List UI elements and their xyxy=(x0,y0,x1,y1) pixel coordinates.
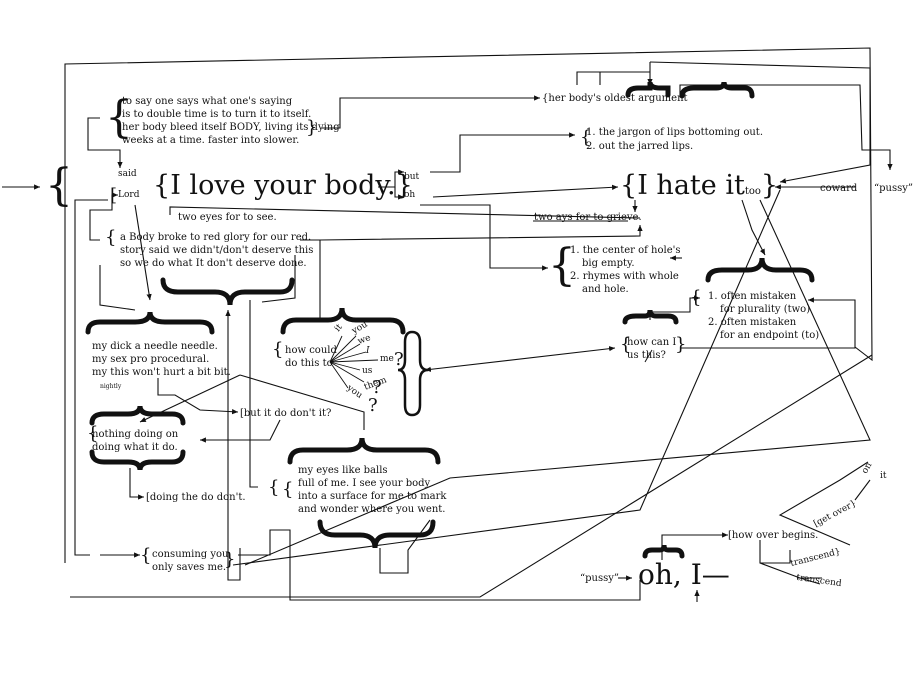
entry-brace: { xyxy=(45,160,73,211)
consuming-brace: { xyxy=(140,545,152,566)
dick-line-1: my dick a needle needle. xyxy=(92,341,218,352)
consuming-close-brace: } xyxy=(224,549,236,570)
how-over-text: how over begins. xyxy=(731,530,819,541)
coward-label: coward xyxy=(820,183,858,194)
said-label: said xyxy=(118,169,137,179)
nothing-brace: { xyxy=(87,423,99,444)
nothing-line-1: nothing doing on xyxy=(92,429,179,440)
eyes-line-2: full of me. I see your body xyxy=(298,478,431,489)
a-body-line-3: so we do what It don't deserve done. xyxy=(120,258,307,269)
how-can-brace: { xyxy=(620,334,632,355)
nightly-label: nightly xyxy=(100,383,122,390)
i-love-your-body: {I love your body.} xyxy=(153,170,413,201)
oldest-argument-text: her body's oldest argument xyxy=(548,93,688,104)
how-can-line-1: how can I xyxy=(627,337,677,348)
a-body-line-2: story said we didn't/don't deserve this xyxy=(120,245,314,256)
jargon-line-2: 2. out the jarred lips. xyxy=(586,141,694,152)
pussy-label-2: “pussy” xyxy=(580,573,619,584)
but-label: but xyxy=(404,172,420,182)
oh-label: oh xyxy=(404,190,416,200)
consuming-line-1: consuming you xyxy=(152,549,229,560)
question-mark-3: ? xyxy=(368,395,378,416)
word-i: I xyxy=(366,346,370,356)
eyes-line-3: into a surface for me to mark xyxy=(298,491,447,502)
nothing-line-2: doing what it do. xyxy=(92,442,178,453)
oldest-argument: {her body's oldest argument xyxy=(542,93,688,104)
to-say-line-2: is to double time is to turn it to itsel… xyxy=(122,109,312,120)
mistaken-line-3: 2. often mistaken xyxy=(708,317,797,328)
mistaken-line-2: for plurality (two) xyxy=(720,304,811,315)
center-line-4: and hole. xyxy=(582,284,629,295)
how-could-line-1: how could xyxy=(285,345,337,356)
question-mark-1: ? xyxy=(394,349,404,370)
oh-i-label: oh, I— xyxy=(638,558,730,591)
to-say-line-4: weeks at a time. faster into slower. xyxy=(122,135,300,146)
word-us: us xyxy=(362,366,373,376)
a-body-brace: { xyxy=(105,227,117,248)
but-it-text: but it do don't it? xyxy=(243,408,332,419)
how-could-line-2: do this to xyxy=(285,358,333,369)
to-say-close-brace: } xyxy=(306,117,318,138)
to-say-brace: { xyxy=(105,92,133,143)
how-can-close-brace: } xyxy=(675,334,687,355)
jargon-brace: { xyxy=(580,127,592,148)
question-mark-2: ? xyxy=(372,377,382,398)
too-label: too xyxy=(744,186,761,197)
to-say-line-3: her body bleed itself BODY, living its d… xyxy=(122,122,340,133)
center-line-1: 1. the center of hole's xyxy=(570,245,681,256)
i-love-text: I love your body. xyxy=(170,170,396,201)
mistaken-brace: { xyxy=(690,287,702,308)
center-line-2: big empty. xyxy=(582,258,635,269)
word-me: me xyxy=(380,354,394,364)
i-hate-text: I hate it xyxy=(637,170,745,201)
lord-label: Lord xyxy=(118,190,140,200)
mistaken-line-1: 1. often mistaken xyxy=(708,291,797,302)
how-could-brace: { xyxy=(272,339,284,360)
dick-line-2: my sex pro procedural. xyxy=(92,354,210,365)
to-say-line-1: to say one says what one's saying xyxy=(122,96,293,107)
eyes-line-4: and wonder where you went. xyxy=(298,504,446,515)
dick-line-3: my this won't hurt a bit bit. xyxy=(92,367,231,378)
eyes-brace-2: { xyxy=(268,477,280,498)
how-can-line-2: us this? xyxy=(627,350,666,361)
doing-text: doing the do don't. xyxy=(149,492,246,503)
pussy-label-1: “pussy” xyxy=(874,183,913,194)
doing-label: [doing the do don't. xyxy=(146,492,246,503)
jargon-line-1: 1. the jargon of lips bottoming out. xyxy=(586,127,764,138)
lord-bracket: [ xyxy=(110,185,118,206)
consuming-line-2: only saves me. xyxy=(152,562,227,573)
how-over-label: [how over begins. xyxy=(728,530,819,541)
center-line-3: 2. rhymes with whole xyxy=(570,271,679,282)
mistaken-line-4: for an endpoint (to) xyxy=(720,330,820,341)
two-ays-label: two ays for to grieve. xyxy=(534,212,642,223)
two-eyes-label: two eyes for to see. xyxy=(178,212,277,223)
i-hate-it: {I hate ittoo} xyxy=(620,170,779,201)
center-brace: { xyxy=(548,240,576,291)
a-body-line-1: a Body broke to red glory for our red. xyxy=(120,232,312,243)
eyes-brace: { xyxy=(282,479,294,500)
it-label: it xyxy=(880,471,887,481)
eyes-line-1: my eyes like balls xyxy=(298,465,388,476)
but-it-label: [but it do don't it? xyxy=(240,408,332,419)
